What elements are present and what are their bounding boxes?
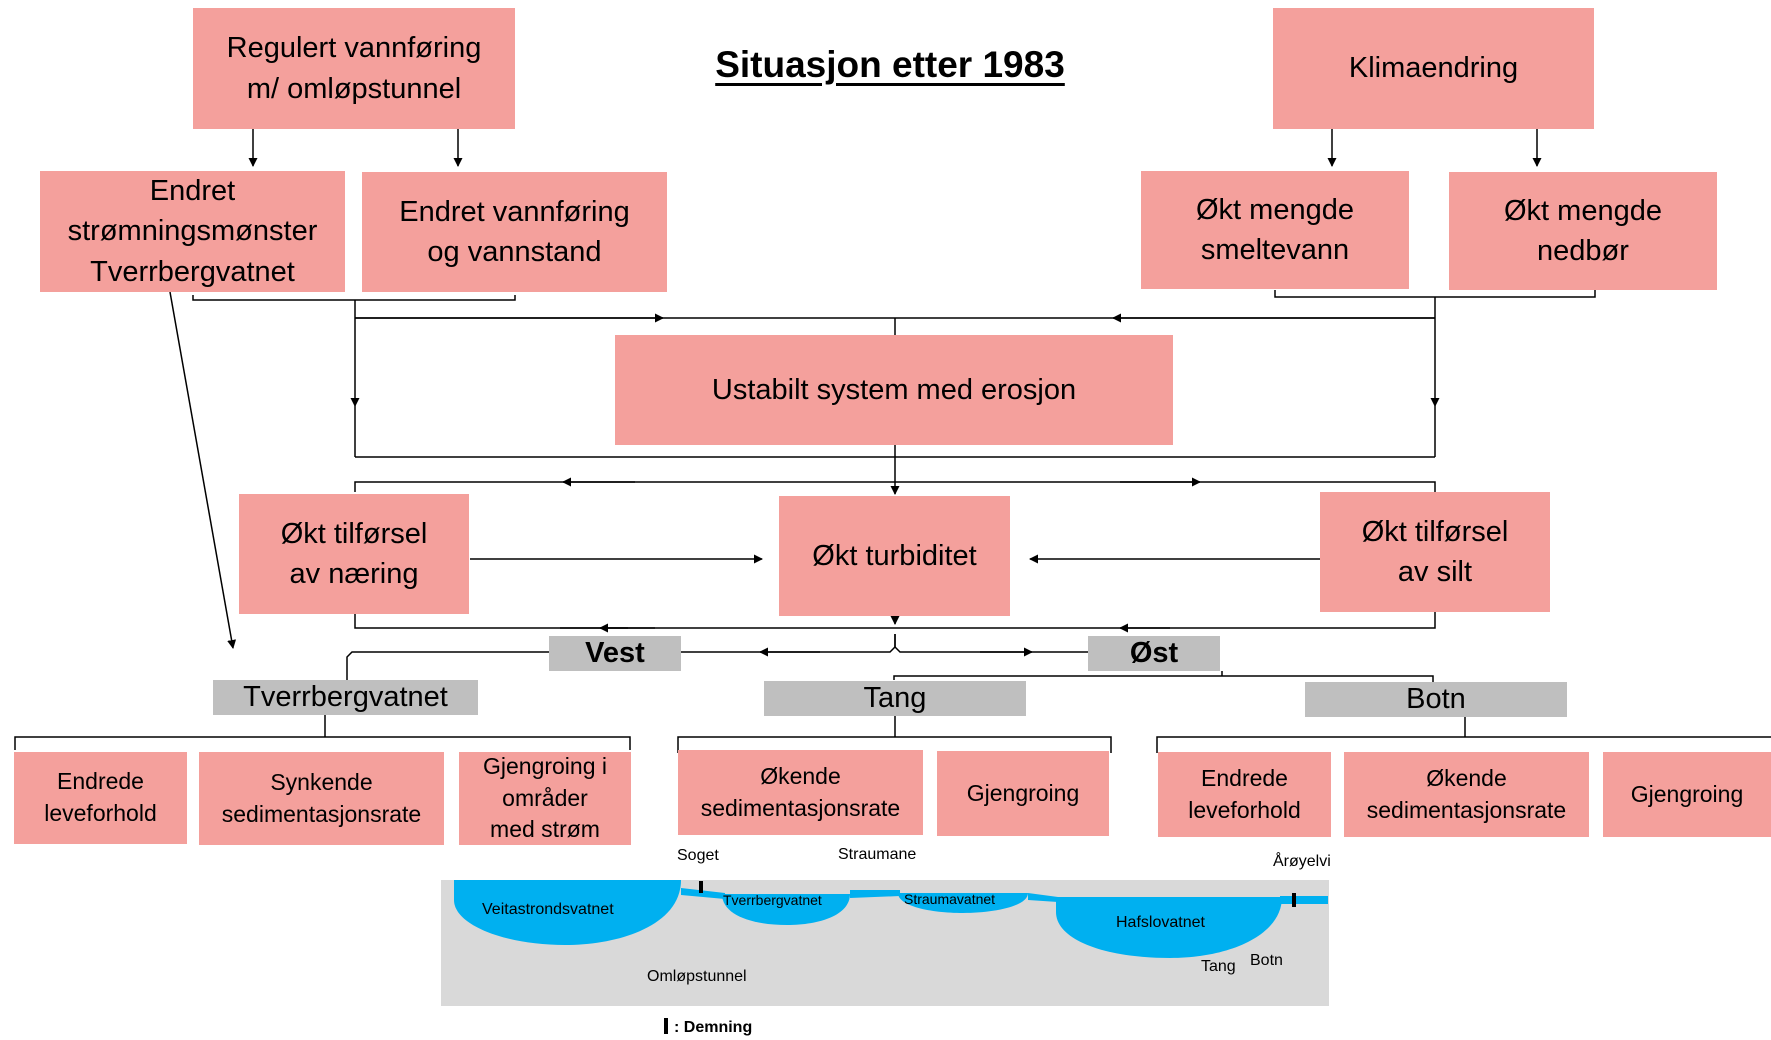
effect-tang-gjengroing: Gjengroing [937, 751, 1109, 836]
place-label-tang: Tang [1201, 958, 1236, 975]
box-okt-smeltevann: Økt mengde smeltevann [1141, 171, 1409, 289]
water-channel-soget [681, 888, 725, 899]
effect-tverr-gjengroing: Gjengroing i områder med strøm [459, 752, 631, 845]
place-label-botn: Botn [1250, 952, 1283, 969]
place-label-soget: Soget [677, 847, 719, 864]
effect-botn-gjengroing: Gjengroing [1603, 752, 1771, 837]
legend-dam-text: : Demning [674, 1019, 753, 1036]
region-ost: Øst [1088, 636, 1220, 671]
box-okt-tilforsel-naering: Økt tilførsel av næring [239, 494, 469, 614]
dam-aroyelvi [1292, 893, 1296, 907]
place-label-aroyelvi: Årøyelvi [1273, 853, 1331, 870]
location-botn: Botn [1305, 682, 1567, 717]
water-straumavatnet [898, 893, 1028, 913]
lake-label-straumavatnet: Straumavatnet [904, 891, 996, 907]
effect-tang-okende-sedimentasjonsrate: Økende sedimentasjonsrate [678, 750, 923, 835]
water-channel-hafslo [1028, 893, 1058, 902]
effect-tverr-endrede-leveforhold: Endrede leveforhold [14, 752, 187, 844]
dam-soget [699, 881, 703, 893]
water-aroyelvi [1280, 896, 1328, 904]
tunnel-label: Omløpstunnel [647, 968, 747, 985]
box-regulert-vannforing: Regulert vannføring m/ omløpstunnel [193, 8, 515, 129]
water-veitastrondsvatnet [454, 880, 681, 945]
lake-label-veitastrondsvatnet: Veitastrondsvatnet [482, 901, 614, 918]
location-tang: Tang [764, 681, 1026, 716]
box-endret-stromningsmonster: Endret strømningsmønster Tverrbergvatnet [40, 171, 345, 292]
box-okt-nedbor: Økt mengde nedbør [1449, 172, 1717, 290]
effect-botn-okende-sedimentasjonsrate: Økende sedimentasjonsrate [1344, 752, 1589, 837]
legend-dam: : Demning [664, 1018, 752, 1037]
water-tverrbergvatnet [722, 894, 850, 925]
region-vest: Vest [549, 636, 681, 671]
box-ustabilt-system: Ustabilt system med erosjon [615, 335, 1173, 445]
box-klimaendring: Klimaendring [1273, 8, 1594, 129]
water-hafslovatnet [1056, 897, 1282, 958]
location-tverrbergvatnet: Tverrbergvatnet [213, 680, 478, 715]
box-endret-vannforing: Endret vannføring og vannstand [362, 172, 667, 292]
water-channel-straumane [850, 890, 900, 898]
lake-label-tverrbergvatnet: Tverrbergvatnet [723, 892, 822, 908]
effect-tverr-synkende-sedimentasjonsrate: Synkende sedimentasjonsrate [199, 752, 444, 845]
effect-botn-endrede-leveforhold: Endrede leveforhold [1158, 752, 1331, 837]
diagram-title: Situasjon etter 1983 [715, 44, 1065, 85]
dam-legend-icon [664, 1018, 668, 1034]
place-label-straumane: Straumane [838, 846, 917, 863]
box-okt-turbiditet: Økt turbiditet [779, 496, 1010, 616]
lake-label-hafslovatnet: Hafslovatnet [1116, 914, 1205, 931]
box-okt-tilforsel-silt: Økt tilførsel av silt [1320, 492, 1550, 612]
